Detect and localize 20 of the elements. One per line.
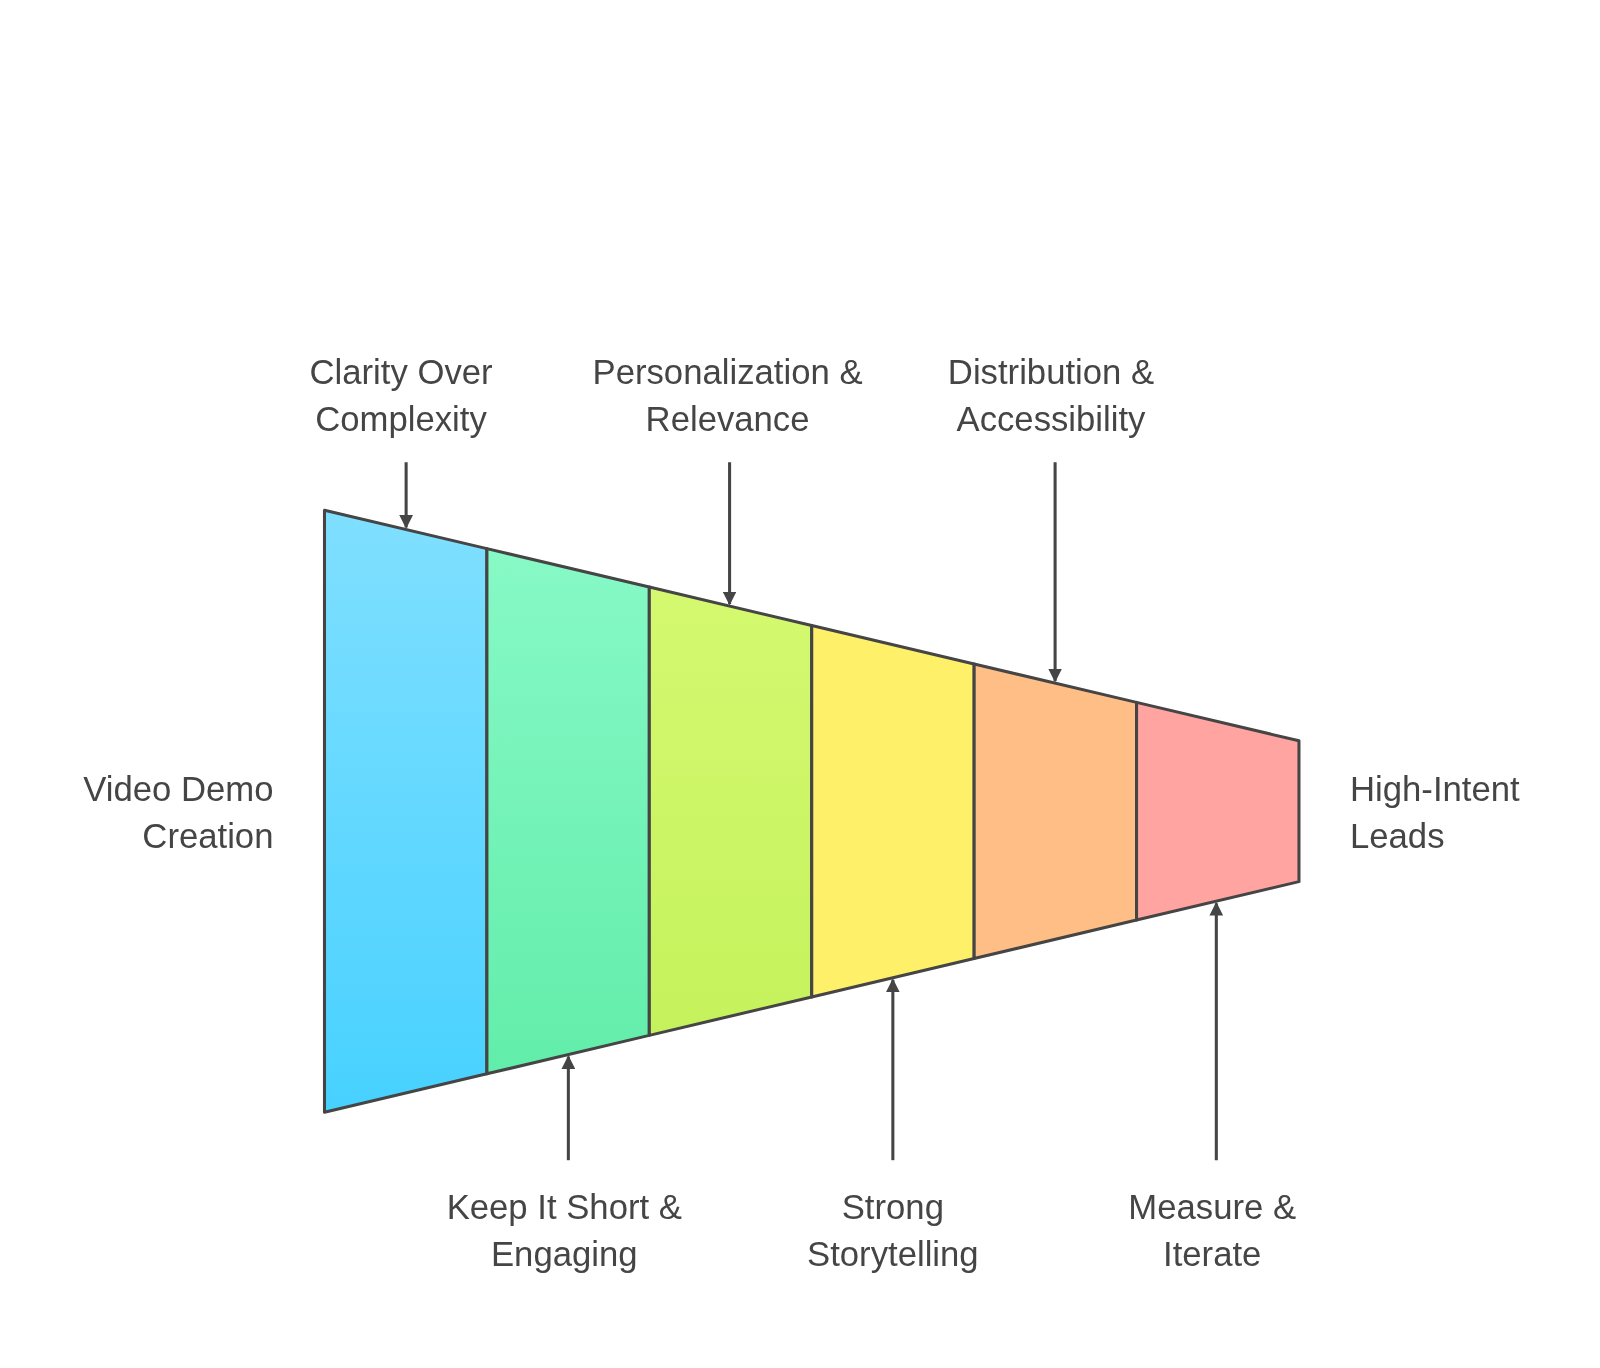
arrow [885, 978, 900, 1161]
funnel-segment [322, 508, 489, 1114]
stage-label: Distribution & Accessibility [923, 347, 1179, 442]
stage-label: Keep It Short & Engaging [429, 1183, 700, 1278]
funnel-segment [1135, 700, 1301, 922]
stage-label: Measure & Iterate [1107, 1183, 1317, 1278]
funnel-segment [810, 624, 976, 999]
arrow [722, 462, 737, 606]
arrow [399, 462, 413, 529]
stage-label: Personalization & Relevance [584, 347, 871, 442]
funnel-segment [972, 662, 1139, 961]
arrow [1209, 901, 1224, 1161]
arrow [561, 1055, 576, 1161]
stage-label: Clarity Over Complexity [288, 347, 514, 442]
funnel-segment [485, 547, 651, 1076]
funnel-segment [647, 585, 814, 1037]
stage-label: Strong Storytelling [783, 1183, 1003, 1278]
funnel-end-label: Video Demo Creation [82, 768, 274, 858]
arrow [1048, 462, 1062, 683]
funnel-end-label: High-Intent Leads [1350, 768, 1521, 858]
